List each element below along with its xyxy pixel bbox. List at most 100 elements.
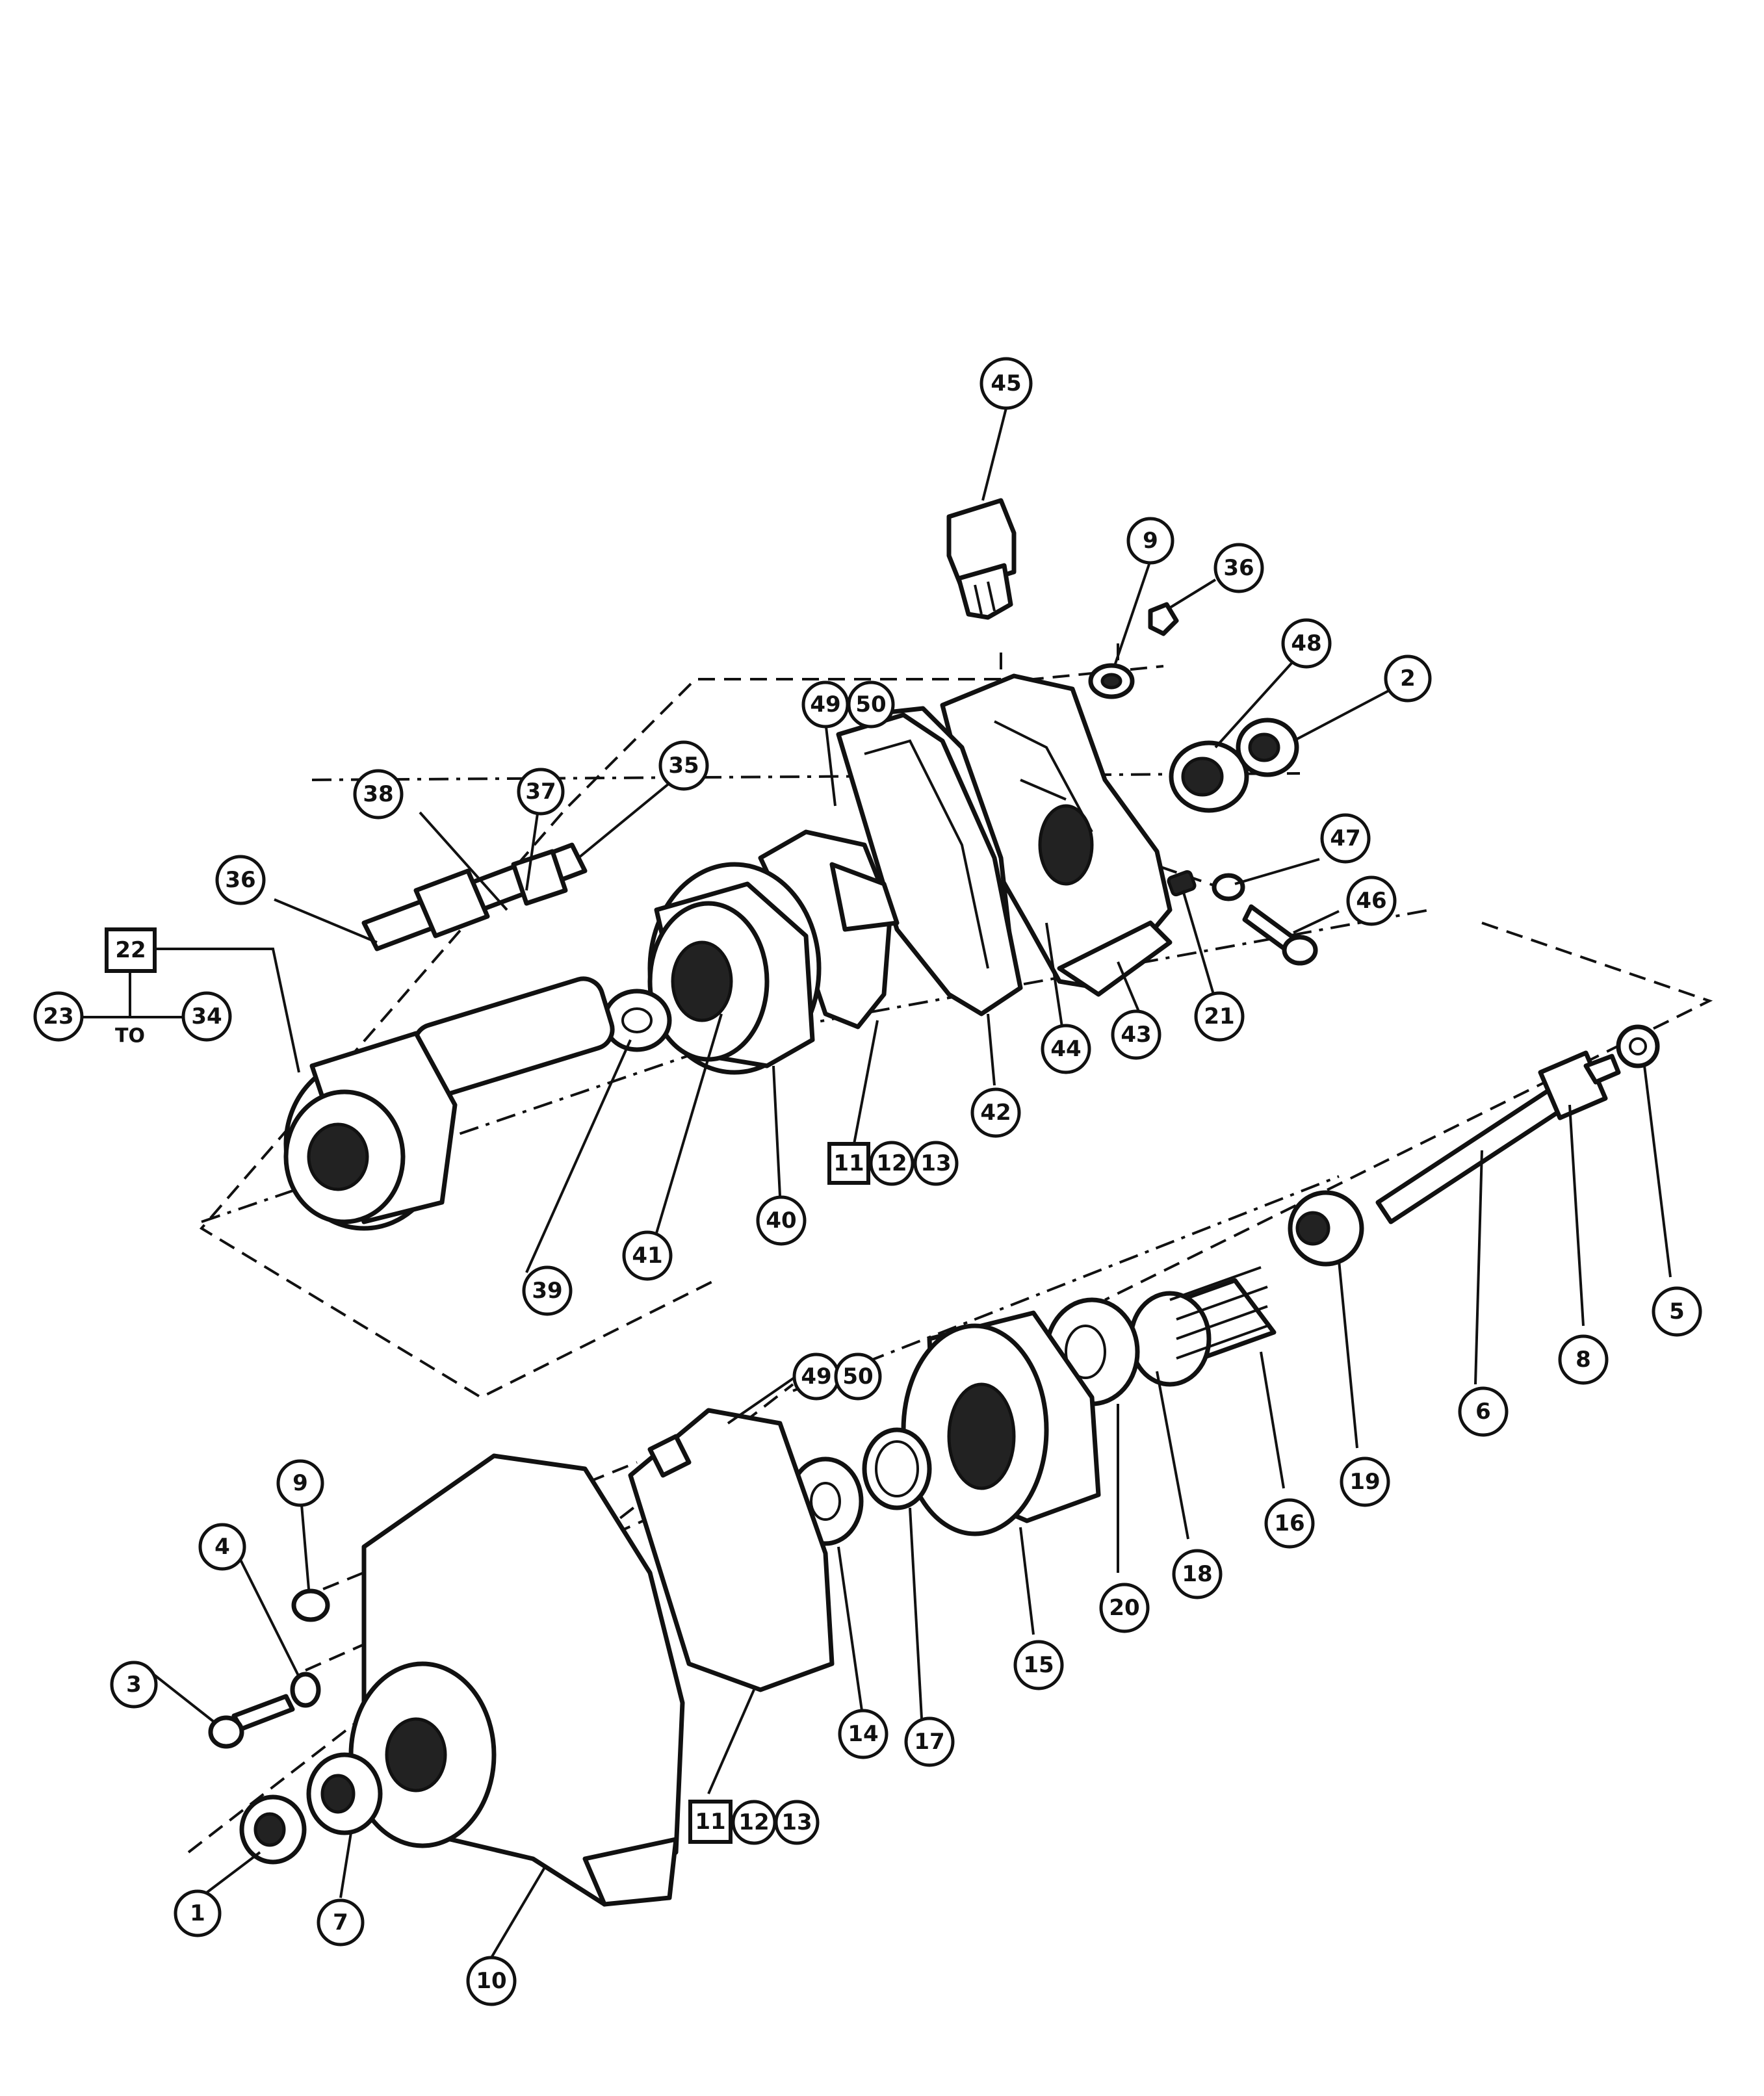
callout-36-left: 36 bbox=[215, 855, 266, 905]
callouts: 45 9 36 48 2 49 50 38 37 35 36 47 46 22 … bbox=[33, 357, 1702, 2006]
shaft-6 bbox=[1375, 1050, 1621, 1224]
nut-9-lower bbox=[291, 1588, 330, 1622]
callout-22: 22 bbox=[105, 927, 157, 973]
callout-35: 35 bbox=[658, 740, 709, 791]
lockwasher-4 bbox=[290, 1672, 321, 1708]
fitting-36-upper bbox=[1148, 602, 1179, 636]
svg-text:35: 35 bbox=[668, 753, 699, 779]
callout-49-upper: 49 bbox=[801, 680, 850, 729]
bolt-46 bbox=[1242, 904, 1318, 966]
callout-50-lower: 50 bbox=[834, 1352, 882, 1401]
svg-text:7: 7 bbox=[333, 1909, 348, 1935]
svg-text:50: 50 bbox=[842, 1364, 873, 1390]
callout-36-upper: 36 bbox=[1213, 543, 1264, 593]
svg-text:44: 44 bbox=[1050, 1036, 1081, 1062]
callout-42: 42 bbox=[970, 1087, 1021, 1138]
callout-45: 45 bbox=[979, 357, 1033, 410]
callout-15: 15 bbox=[1013, 1640, 1064, 1690]
svg-text:3: 3 bbox=[126, 1672, 142, 1698]
callout-23: 23 bbox=[33, 991, 84, 1042]
svg-text:40: 40 bbox=[766, 1208, 796, 1234]
bolt-3 bbox=[208, 1694, 295, 1749]
band-11-lower bbox=[628, 1408, 835, 1692]
callout-40: 40 bbox=[756, 1195, 807, 1246]
fastener-21 bbox=[1167, 870, 1197, 897]
svg-text:12: 12 bbox=[738, 1809, 769, 1835]
svg-text:9: 9 bbox=[292, 1470, 308, 1496]
svg-text:13: 13 bbox=[781, 1809, 812, 1835]
callout-8: 8 bbox=[1558, 1334, 1609, 1385]
svg-text:45: 45 bbox=[991, 370, 1021, 396]
carrier-22 bbox=[283, 976, 615, 1231]
callout-4: 4 bbox=[198, 1523, 246, 1571]
svg-text:22: 22 bbox=[115, 937, 146, 963]
callout-48: 48 bbox=[1281, 618, 1332, 669]
svg-text:18: 18 bbox=[1182, 1561, 1212, 1587]
svg-text:48: 48 bbox=[1291, 630, 1321, 656]
nut-47 bbox=[1212, 873, 1245, 901]
callout-39: 39 bbox=[522, 1265, 573, 1316]
callout-47: 47 bbox=[1320, 813, 1371, 864]
to-label: TO bbox=[115, 1025, 145, 1048]
svg-text:21: 21 bbox=[1204, 1003, 1234, 1029]
svg-text:42: 42 bbox=[980, 1100, 1011, 1126]
svg-text:47: 47 bbox=[1330, 825, 1360, 851]
nut-9-upper bbox=[1088, 663, 1135, 699]
callout-37: 37 bbox=[517, 768, 565, 816]
callout-50-upper: 50 bbox=[847, 680, 895, 729]
callout-41: 41 bbox=[622, 1230, 673, 1281]
callout-11-upper: 11 bbox=[827, 1142, 870, 1185]
svg-text:6: 6 bbox=[1475, 1399, 1491, 1425]
callout-46: 46 bbox=[1346, 875, 1397, 926]
svg-text:16: 16 bbox=[1274, 1510, 1304, 1536]
svg-text:43: 43 bbox=[1121, 1022, 1151, 1048]
svg-text:38: 38 bbox=[363, 781, 393, 807]
washer-39 bbox=[602, 989, 672, 1052]
svg-text:11: 11 bbox=[695, 1809, 725, 1835]
callout-7: 7 bbox=[317, 1898, 365, 1947]
svg-text:17: 17 bbox=[914, 1729, 944, 1755]
shaft-37 bbox=[361, 842, 588, 951]
callout-1: 1 bbox=[174, 1889, 222, 1937]
svg-text:36: 36 bbox=[1223, 555, 1254, 581]
callout-14: 14 bbox=[838, 1709, 888, 1759]
callout-6: 6 bbox=[1458, 1386, 1509, 1437]
svg-text:34: 34 bbox=[191, 1003, 222, 1029]
callout-19: 19 bbox=[1340, 1456, 1390, 1507]
svg-text:4: 4 bbox=[214, 1534, 230, 1560]
callout-21: 21 bbox=[1194, 991, 1245, 1042]
callout-11-lower: 11 bbox=[688, 1800, 733, 1844]
callout-38: 38 bbox=[353, 769, 404, 820]
svg-text:46: 46 bbox=[1356, 888, 1386, 914]
callout-18: 18 bbox=[1172, 1549, 1223, 1599]
callout-12-upper: 12 bbox=[869, 1141, 914, 1186]
svg-text:49: 49 bbox=[801, 1364, 831, 1390]
svg-text:36: 36 bbox=[225, 867, 255, 893]
callout-49-lower: 49 bbox=[792, 1352, 840, 1401]
snap-ring-17 bbox=[862, 1427, 932, 1510]
bearing-48 bbox=[1169, 740, 1249, 813]
seal-1 bbox=[239, 1794, 307, 1865]
svg-text:5: 5 bbox=[1669, 1299, 1685, 1325]
drum-15 bbox=[901, 1310, 1101, 1536]
callout-20: 20 bbox=[1099, 1583, 1150, 1633]
cover-42 bbox=[836, 712, 1023, 1016]
svg-text:14: 14 bbox=[848, 1721, 878, 1747]
svg-text:13: 13 bbox=[920, 1150, 951, 1176]
svg-text:39: 39 bbox=[532, 1278, 562, 1304]
callout-10: 10 bbox=[466, 1956, 517, 2006]
callout-13-lower: 13 bbox=[774, 1800, 820, 1845]
drum-40 bbox=[647, 862, 822, 1075]
callout-34: 34 bbox=[181, 991, 232, 1042]
svg-text:11: 11 bbox=[833, 1150, 864, 1176]
svg-text:20: 20 bbox=[1109, 1595, 1139, 1621]
bolt-45 bbox=[946, 498, 1017, 620]
clip-5 bbox=[1616, 1024, 1660, 1068]
svg-text:19: 19 bbox=[1349, 1469, 1380, 1495]
svg-text:2: 2 bbox=[1400, 666, 1416, 692]
svg-text:1: 1 bbox=[190, 1900, 205, 1926]
svg-text:23: 23 bbox=[43, 1003, 73, 1029]
callout-12-lower: 12 bbox=[731, 1800, 777, 1845]
bearing-7 bbox=[306, 1752, 383, 1835]
